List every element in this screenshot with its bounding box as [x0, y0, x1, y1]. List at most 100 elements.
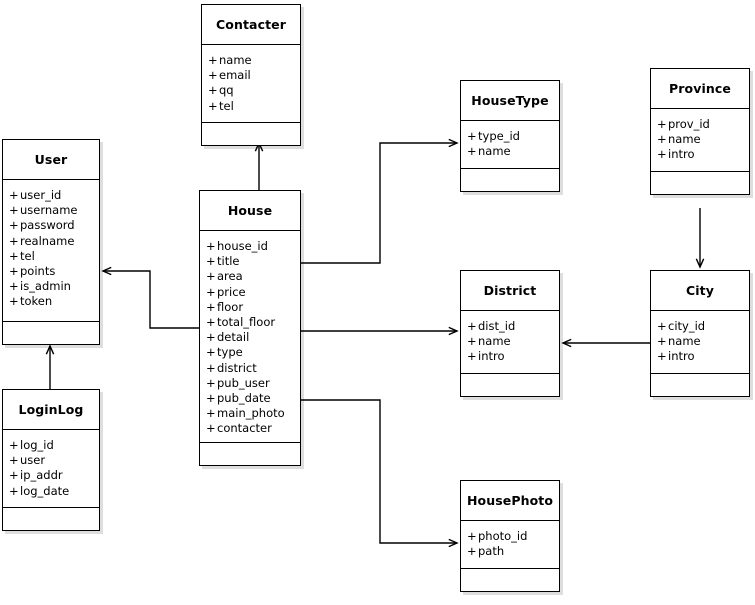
class-attributes-loginlog: +log_id+user+ip_addr+log_date	[3, 430, 99, 508]
attribute-row: +prov_id	[657, 117, 749, 132]
visibility-marker: +	[206, 360, 216, 375]
class-methods-district	[461, 374, 559, 396]
attribute-row: +house_id	[206, 239, 300, 254]
visibility-marker: +	[9, 438, 19, 452]
attribute-name: type_id	[478, 129, 520, 143]
attribute-name: type	[217, 345, 243, 360]
class-methods-house	[200, 443, 300, 465]
attribute-row: +name	[208, 53, 300, 68]
connector-line	[301, 399, 457, 544]
class-title-housephoto: HousePhoto	[461, 481, 559, 521]
visibility-marker: +	[206, 375, 216, 390]
attribute-row: +district	[206, 361, 300, 376]
visibility-marker: +	[657, 349, 667, 364]
class-attributes-house: +house_id+title+area+price+floor+total_f…	[200, 231, 300, 443]
class-title-city: City	[651, 271, 749, 311]
class-title-province: Province	[651, 69, 749, 109]
attribute-name: is_admin	[20, 279, 71, 294]
visibility-marker: +	[657, 334, 667, 349]
arrowhead-open	[561, 338, 572, 348]
attribute-name: pub_user	[217, 375, 270, 390]
uml-class-city[interactable]: City+city_id+name+intro	[650, 270, 750, 397]
uml-class-house[interactable]: House+house_id+title+area+price+floor+to…	[199, 190, 301, 466]
attribute-name: name	[219, 53, 252, 67]
visibility-marker: +	[9, 233, 19, 248]
visibility-marker: +	[208, 98, 218, 113]
attribute-name: path	[478, 544, 505, 559]
attribute-row: +name	[657, 132, 749, 147]
attribute-row: +intro	[467, 349, 559, 364]
attribute-row: +log_id	[9, 438, 99, 453]
attribute-name: password	[20, 218, 75, 233]
class-attributes-district: +dist_id+name+intro	[461, 311, 559, 374]
attribute-name: house_id	[217, 239, 268, 253]
visibility-marker: +	[9, 188, 19, 202]
attribute-row: +email	[208, 68, 300, 83]
attribute-name: user	[20, 453, 46, 468]
attribute-name: name	[478, 144, 511, 159]
visibility-marker: +	[206, 406, 216, 421]
attribute-name: qq	[219, 83, 234, 98]
attribute-row: +detail	[206, 330, 300, 345]
connector-house-to-user	[101, 266, 199, 329]
attribute-row: +type_id	[467, 129, 559, 144]
visibility-marker: +	[206, 330, 216, 345]
visibility-marker: +	[467, 544, 477, 559]
attribute-name: user_id	[20, 188, 62, 202]
class-title-housetype: HouseType	[461, 81, 559, 121]
class-attributes-housetype: +type_id+name	[461, 121, 559, 169]
class-attributes-user: +user_id+username+password+realname+tel+…	[3, 180, 99, 322]
attribute-row: +token	[9, 294, 99, 309]
attribute-row: +type	[206, 345, 300, 360]
visibility-marker: +	[9, 279, 19, 294]
uml-class-user[interactable]: User+user_id+username+password+realname+…	[2, 139, 100, 345]
connector-house-to-housetype	[301, 138, 459, 264]
attribute-name: intro	[668, 147, 695, 162]
visibility-marker: +	[206, 391, 216, 406]
uml-class-housetype[interactable]: HouseType+type_id+name	[460, 80, 560, 192]
class-methods-loginlog	[3, 508, 99, 530]
visibility-marker: +	[657, 147, 667, 162]
attribute-row: +qq	[208, 83, 300, 98]
attribute-row: +pub_user	[206, 376, 300, 391]
visibility-marker: +	[206, 254, 216, 269]
visibility-marker: +	[467, 529, 477, 543]
uml-class-contacter[interactable]: Contacter+name+email+qq+tel	[201, 4, 301, 146]
uml-class-province[interactable]: Province+prov_id+name+intro	[650, 68, 750, 195]
attribute-row: +user_id	[9, 188, 99, 203]
class-title-house: House	[200, 191, 300, 231]
class-attributes-contacter: +name+email+qq+tel	[202, 45, 300, 123]
connector-house-to-housephoto	[301, 399, 459, 548]
attribute-name: floor	[217, 299, 244, 314]
attribute-name: log_date	[20, 483, 70, 498]
class-methods-contacter	[202, 123, 300, 145]
uml-class-housephoto[interactable]: HousePhoto+photo_id+path	[460, 480, 560, 592]
uml-class-district[interactable]: District+dist_id+name+intro	[460, 270, 560, 397]
attribute-name: name	[478, 334, 511, 349]
class-attributes-province: +prov_id+name+intro	[651, 109, 749, 172]
visibility-marker: +	[206, 345, 216, 360]
attribute-row: +username	[9, 203, 99, 218]
visibility-marker: +	[9, 468, 19, 483]
class-methods-user	[3, 322, 99, 344]
attribute-name: pub_date	[217, 391, 271, 406]
connector-city-to-district	[561, 338, 650, 348]
attribute-row: +user	[9, 453, 99, 468]
attribute-name: intro	[668, 349, 695, 364]
uml-class-loginlog[interactable]: LoginLog+log_id+user+ip_addr+log_date	[2, 389, 100, 531]
visibility-marker: +	[9, 203, 19, 218]
visibility-marker: +	[206, 284, 216, 299]
class-title-user: User	[3, 140, 99, 180]
visibility-marker: +	[206, 299, 216, 314]
visibility-marker: +	[206, 239, 216, 253]
attribute-row: +ip_addr	[9, 468, 99, 483]
visibility-marker: +	[9, 453, 19, 468]
visibility-marker: +	[657, 319, 667, 333]
visibility-marker: +	[9, 264, 19, 279]
arrowhead-open	[101, 266, 112, 276]
visibility-marker: +	[467, 319, 477, 333]
class-attributes-city: +city_id+name+intro	[651, 311, 749, 374]
attribute-row: +dist_id	[467, 319, 559, 334]
